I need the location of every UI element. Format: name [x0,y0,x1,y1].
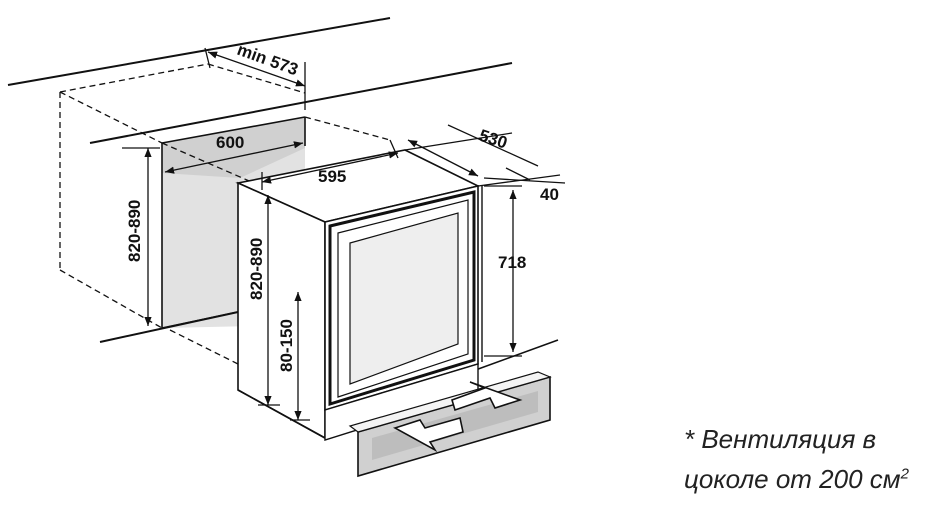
label-appliance-height: 820-890 [247,238,266,300]
label-appliance-width: 595 [318,167,346,186]
dim-line-appliance-depth [407,139,479,177]
dim-line-appliance-width [261,151,399,184]
label-door-height: 718 [498,253,526,272]
wine-cooler [235,149,483,441]
airflow-arrow-in [392,416,464,453]
dim-line-niche-width [164,141,304,174]
floor-line [99,311,239,343]
ventilation-note-line1: * Вентиляция в [684,424,877,454]
countertop [7,17,513,144]
label-appliance-depth: 530 [477,126,510,153]
dim-line-door-depth [505,167,531,181]
label-plinth-height: 80-150 [277,319,296,372]
label-niche-height: 820-890 [125,200,144,262]
label-niche-width: 600 [216,133,244,152]
airflow-arrow-out [451,381,523,412]
dim-line-min-depth [207,51,306,87]
label-door-depth: 40 [540,185,559,204]
ventilation-note-superscript: 2 [900,465,909,483]
ventilation-note-line2: цоколе от 200 см2 [684,464,909,495]
door-glass [349,212,459,385]
ventilation-note-text: цоколе от 200 см [684,464,901,494]
